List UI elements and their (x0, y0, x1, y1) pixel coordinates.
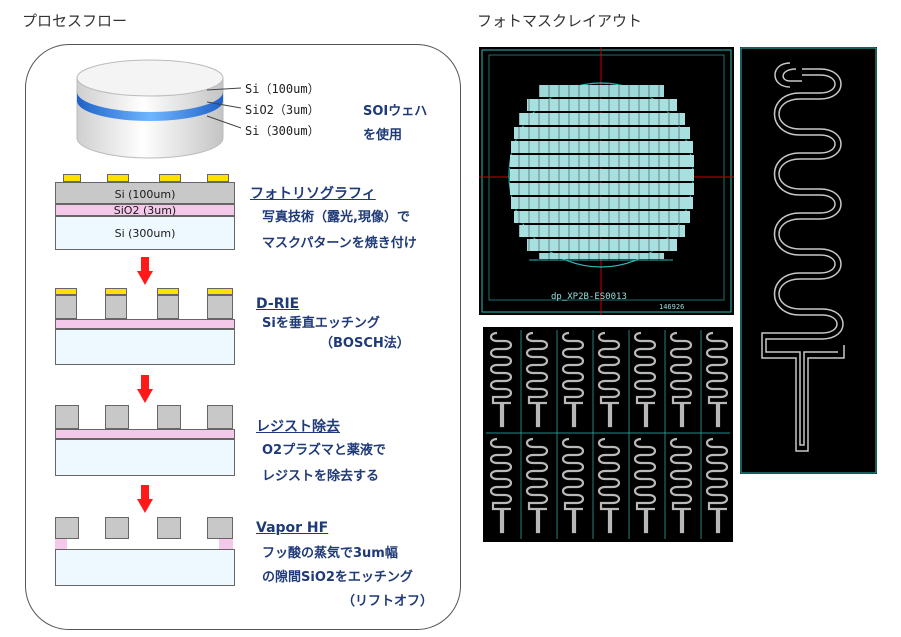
soi-note-line1: SOIウェハ (363, 104, 428, 119)
step-title-photolithography: フォトリソグラフィ (250, 186, 376, 202)
cross-section-photolithography: Si (100um) SiO2 (3um) Si (300um) (55, 172, 235, 252)
si-pillar (55, 295, 77, 319)
step-desc-line: 写真技術（露光,現像）で (262, 210, 410, 225)
step-desc-line: マスクパターンを焼き付け (262, 236, 417, 251)
sio2-remnant (219, 539, 233, 549)
step-desc-photolithography: 写真技術（露光,現像）で マスクパターンを焼き付け (262, 205, 417, 257)
sio2-box-layer (55, 319, 235, 329)
layer-label-si-top: Si (100um) (114, 188, 176, 201)
resist-block (107, 174, 129, 182)
si-handle-layer (55, 549, 235, 586)
mask-wafer-caption: dp_XP2B-ES0013 (551, 292, 627, 302)
step-title-vapor-hf: Vapor HF (256, 520, 329, 536)
resist-block (157, 288, 179, 295)
down-arrow-icon (137, 257, 153, 285)
si-handle-layer: Si (300um) (55, 216, 235, 250)
wafer-label-sio2: SiO2（3um） (245, 103, 320, 117)
step-desc-resist-removal: O2プラズマと薬液で レジストを除去する (262, 438, 386, 490)
sio2-box-layer (55, 429, 235, 439)
step-desc-drie: Siを垂直エッチング （BOSCH法） (262, 314, 410, 354)
si-pillar (55, 517, 79, 539)
si-pillar (55, 405, 79, 429)
resist-block (159, 174, 181, 182)
resist-block (207, 174, 229, 182)
cross-section-vapor-hf (55, 517, 235, 587)
layer-label-sio2: SiO2 (3um) (113, 204, 177, 217)
photomask-layout-header: フォトマスクレイアウト (477, 12, 643, 30)
step-desc-line: フッ酸の蒸気で3um幅 (262, 546, 398, 561)
si-device-layer: Si (100um) (55, 182, 235, 204)
si-pillar (157, 295, 179, 319)
resist-block (55, 288, 77, 295)
step-desc-vapor-hf: フッ酸の蒸気で3um幅 の隙間SiO2をエッチング （リフトオフ） (262, 542, 433, 614)
wafer-label-si-bottom: Si（300um） (245, 124, 320, 138)
down-arrow-icon (137, 375, 153, 403)
mask-single-die-drawing (740, 47, 877, 474)
si-pillar (105, 517, 129, 539)
step-desc-line: （BOSCH法） (320, 336, 410, 351)
down-arrow-icon (137, 485, 153, 513)
mask-wafer-layout: dp_XP2B-ES0013 146926 (479, 47, 734, 315)
mask-wafer-number: 146926 (659, 303, 685, 311)
step-desc-line: （リフトオフ） (342, 594, 434, 609)
step-title-resist-removal: レジスト除去 (256, 419, 340, 435)
mask-single-die (740, 47, 877, 474)
cross-section-resist-removal (55, 405, 235, 477)
si-pillar (207, 295, 233, 319)
step-desc-line: の隙間SiO2をエッチング (262, 570, 413, 585)
sio2-box-layer: SiO2 (3um) (55, 204, 235, 217)
wafer-label-si-top: Si（100um） (245, 82, 320, 96)
cross-section-drie (55, 288, 235, 366)
si-handle-layer (55, 329, 235, 365)
soi-note-line2: を使用 (363, 128, 403, 143)
process-flow-header: プロセスフロー (22, 12, 128, 30)
si-pillar (105, 295, 127, 319)
resist-block (105, 288, 127, 295)
si-pillar (207, 405, 233, 429)
step-title-drie: D-RIE (256, 296, 300, 312)
si-pillar (105, 405, 129, 429)
layer-label-si-bottom: Si (300um) (114, 227, 176, 240)
resist-block (63, 174, 81, 182)
si-pillar (207, 517, 233, 539)
si-pillar (157, 517, 181, 539)
soi-wafer-illustration (76, 59, 224, 159)
resist-block (207, 288, 233, 295)
step-desc-line: レジストを除去する (262, 469, 380, 484)
si-pillar (157, 405, 181, 429)
mask-die-array-drawing (486, 330, 730, 539)
step-desc-line: O2プラズマと薬液で (262, 443, 386, 458)
soi-note: SOIウェハ を使用 (363, 100, 427, 148)
wafer-leader-lines (206, 87, 242, 129)
si-handle-layer (55, 439, 235, 476)
mask-wafer-drawing (479, 47, 734, 315)
step-desc-line: Siを垂直エッチング (262, 316, 380, 331)
mask-die-array (483, 327, 733, 542)
sio2-remnant (55, 539, 67, 549)
